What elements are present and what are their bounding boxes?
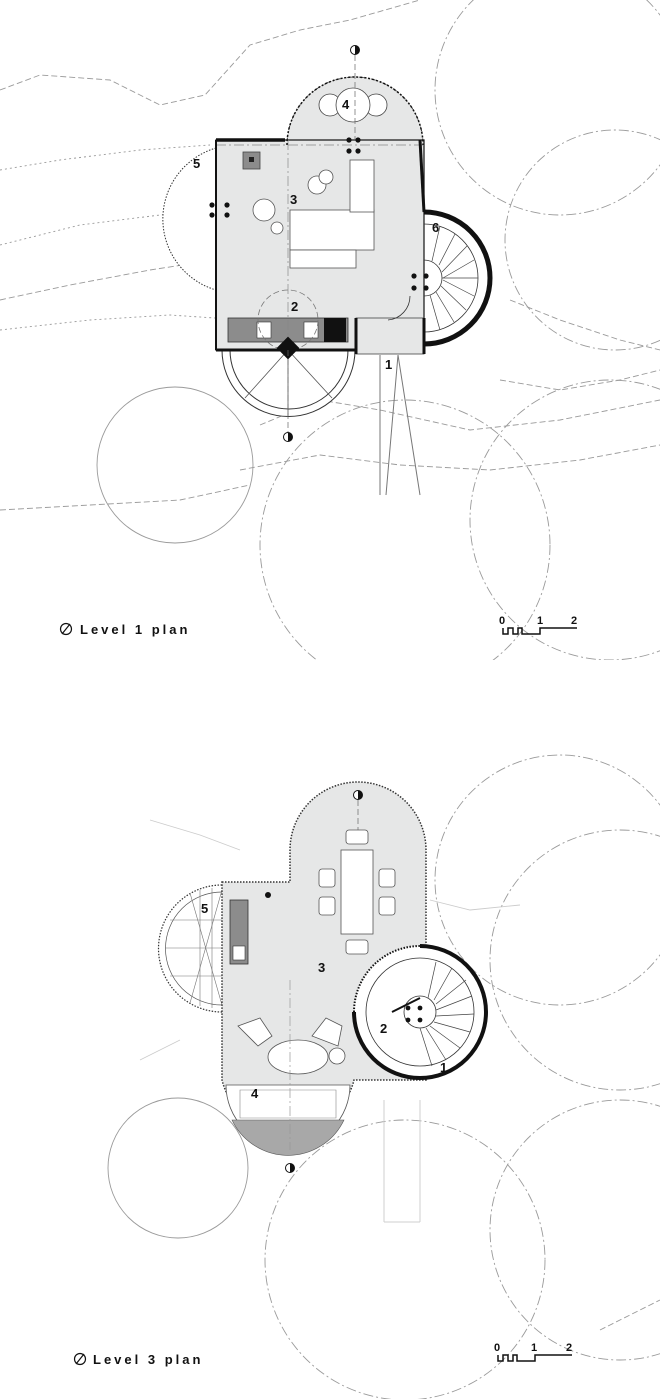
scale-label: 1 — [531, 1342, 537, 1354]
contour-line — [0, 314, 216, 331]
tree-circle — [504, 129, 660, 351]
north-arrow-icon — [73, 1352, 87, 1366]
room-label: 2 — [291, 299, 298, 314]
room-label: 6 — [432, 220, 439, 235]
section-marker-icon — [283, 350, 293, 442]
entry-path — [383, 1100, 421, 1223]
contour-line — [239, 444, 660, 471]
stair-tower — [352, 944, 488, 1080]
scale-bar: 0 1 2 — [499, 615, 577, 635]
tree-circle — [434, 754, 660, 1006]
stair-tower-6 — [423, 209, 493, 347]
contour-line — [429, 899, 521, 911]
room-label: 4 — [251, 1086, 259, 1101]
contour-line — [0, 484, 251, 511]
contour-line — [0, 0, 421, 106]
tree-circle — [96, 386, 254, 544]
room-label: 3 — [318, 960, 325, 975]
room-label: 2 — [380, 1021, 387, 1036]
plan-title: Level 3 plan — [93, 1352, 203, 1367]
tree-circle — [469, 379, 660, 660]
terrace-5 — [157, 884, 223, 1013]
tree-circle — [107, 1097, 249, 1239]
section-marker-icon — [353, 790, 363, 830]
level-3-plan: 1 2 3 4 5 Level 3 plan 0 1 2 — [0, 700, 660, 1399]
scale-label: 0 — [494, 1342, 500, 1354]
balcony-south — [221, 349, 356, 417]
room-label: 3 — [290, 192, 297, 207]
room-label: 5 — [201, 901, 208, 916]
section-marker-icon — [350, 45, 360, 140]
contour-line — [499, 369, 660, 391]
room-label: 4 — [342, 97, 350, 112]
contour-line — [599, 1299, 660, 1331]
exterior-walls — [215, 76, 426, 354]
contour-line — [0, 144, 211, 171]
plan-title: Level 1 plan — [80, 622, 190, 637]
scale-bar: 0 1 2 — [494, 1342, 572, 1362]
main-floor — [209, 137, 429, 360]
room-label: 5 — [193, 156, 200, 171]
entry-path — [379, 354, 421, 496]
scale-label: 1 — [537, 615, 543, 627]
section-marker-icon — [285, 1163, 295, 1173]
scale-label: 0 — [499, 615, 505, 627]
level-1-plan: 1 2 3 4 5 6 Level 1 plan 0 1 2 — [0, 0, 660, 660]
site-context — [107, 754, 660, 1399]
contour-line — [149, 819, 241, 851]
tree-circle — [489, 1099, 660, 1361]
tree-circle — [264, 1119, 546, 1399]
tree-circle — [434, 0, 660, 216]
contour-line — [509, 299, 660, 351]
terrace-5 — [162, 147, 217, 291]
room-label: 1 — [385, 357, 392, 372]
scale-label: 2 — [566, 1342, 572, 1354]
north-arrow-icon — [59, 622, 73, 636]
scale-label: 2 — [571, 615, 577, 627]
contour-line — [139, 1039, 181, 1061]
room-label: 1 — [440, 1060, 447, 1075]
tree-circle — [489, 829, 660, 1091]
tree-circle — [259, 399, 551, 660]
